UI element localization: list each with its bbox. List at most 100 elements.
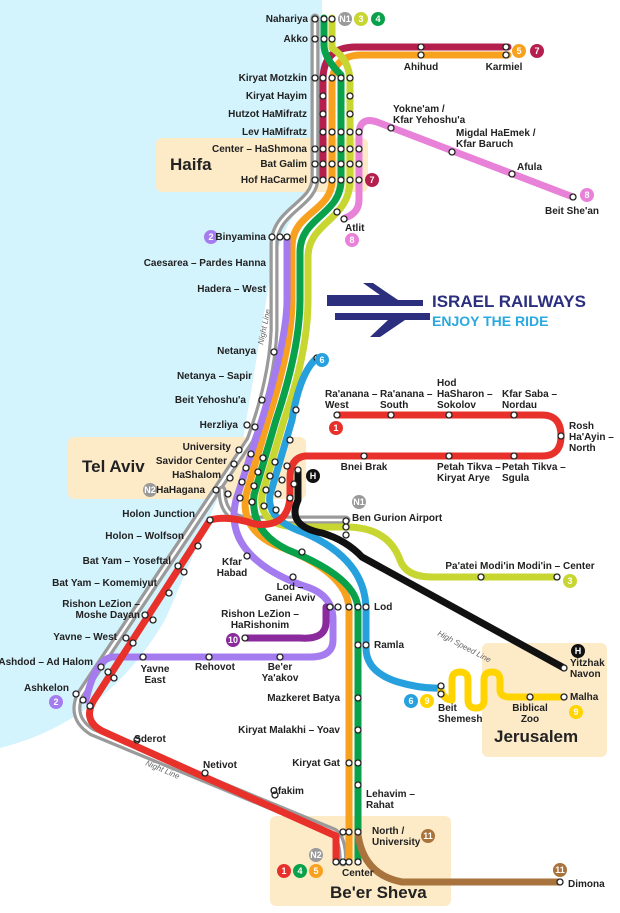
station-hutzot-hamifratz[interactable]: Hutzot HaMifratz bbox=[228, 109, 307, 120]
badge-1[interactable]: 1 bbox=[329, 421, 343, 435]
station-ashdod[interactable]: Ashdod – Ad Halom bbox=[0, 657, 93, 668]
station-bat-yam-yoseftal[interactable]: Bat Yam – Yoseftal bbox=[83, 556, 172, 567]
badge-6[interactable]: 6 bbox=[315, 353, 329, 367]
station-ofakim[interactable]: Ofakim bbox=[270, 786, 304, 797]
badge-n2-center[interactable]: N2 bbox=[309, 848, 323, 862]
station-rishon-harishonim[interactable]: Rishon LeZion –HaRishonim bbox=[221, 609, 299, 631]
station-center[interactable]: Center bbox=[342, 868, 374, 879]
station-afula[interactable]: Afula bbox=[517, 162, 542, 173]
station-ashkelon[interactable]: Ashkelon bbox=[24, 683, 69, 694]
station-hof-hacarmel[interactable]: Hof HaCarmel bbox=[241, 175, 307, 186]
badge-6-beit-shemesh[interactable]: 6 bbox=[404, 694, 418, 708]
badge-3[interactable]: 3 bbox=[354, 12, 368, 26]
badge-h-jerusalem[interactable]: H bbox=[571, 644, 585, 658]
city-jerusalem: Jerusalem bbox=[494, 727, 578, 746]
station-beit-shean[interactable]: Beit She'an bbox=[545, 206, 599, 217]
badge-n1-airport[interactable]: N1 bbox=[352, 495, 366, 509]
station-lev-hamifratz[interactable]: Lev HaMifratz bbox=[242, 127, 307, 138]
station-netanya[interactable]: Netanya bbox=[217, 346, 256, 357]
badge-1-center[interactable]: 1 bbox=[277, 864, 291, 878]
station-north-university[interactable]: North /University bbox=[372, 826, 421, 848]
station-raanana-west[interactable]: Ra'anana –West bbox=[325, 389, 378, 411]
station-rishon-moshe-dayan[interactable]: Rishon LeZion –Moshe Dayan bbox=[62, 599, 140, 621]
station-bnei-brak[interactable]: Bnei Brak bbox=[341, 462, 388, 473]
station-beit-yehoshua[interactable]: Beit Yehoshu'a bbox=[175, 395, 247, 406]
station-ramla[interactable]: Ramla bbox=[374, 640, 404, 651]
badge-7[interactable]: 7 bbox=[530, 44, 544, 58]
badge-11[interactable]: 11 bbox=[421, 829, 435, 843]
station-mazkeret-batya[interactable]: Mazkeret Batya bbox=[267, 693, 340, 704]
station-lod[interactable]: Lod bbox=[374, 602, 392, 613]
station-pt-sgula[interactable]: Petah Tikva –Sgula bbox=[502, 462, 566, 484]
station-holon-junction[interactable]: Holon Junction bbox=[122, 509, 195, 520]
station-modiin-center[interactable]: Modi'in – Center bbox=[517, 561, 594, 572]
badge-7-haifa[interactable]: 7 bbox=[365, 173, 379, 187]
station-pt-kiryat-arye[interactable]: Petah Tikva –Kiryat Arye bbox=[437, 462, 501, 484]
station-migdal-haemek[interactable]: Migdal HaEmek /Kfar Baruch bbox=[456, 128, 536, 150]
station-lehavim-rahat[interactable]: Lehavim –Rahat bbox=[366, 789, 415, 811]
svg-text:2: 2 bbox=[53, 697, 58, 707]
station-bat-galim[interactable]: Bat Galim bbox=[260, 159, 307, 170]
badge-2-ashkelon[interactable]: 2 bbox=[49, 695, 63, 709]
station-kiryat-motzkin[interactable]: Kiryat Motzkin bbox=[239, 73, 307, 84]
badge-5[interactable]: 5 bbox=[512, 44, 526, 58]
station-paatei-modiin[interactable]: Pa'atei Modi'in bbox=[445, 561, 514, 572]
station-binyamina[interactable]: Binyamina bbox=[215, 232, 266, 243]
station-nahariya[interactable]: Nahariya bbox=[266, 14, 309, 25]
station-kiryat-malakhi[interactable]: Kiryat Malakhi – Yoav bbox=[238, 725, 340, 736]
station-dimona[interactable]: Dimona bbox=[568, 879, 605, 890]
badge-10[interactable]: 10 bbox=[226, 633, 240, 647]
station-herzliya[interactable]: Herzliya bbox=[200, 420, 239, 431]
station-caesarea[interactable]: Caesarea – Pardes Hanna bbox=[144, 258, 267, 269]
badge-4[interactable]: 4 bbox=[371, 12, 385, 26]
badge-n1[interactable]: N1 bbox=[338, 12, 352, 26]
badge-h[interactable]: H bbox=[306, 469, 320, 483]
badge-3-modiin[interactable]: 3 bbox=[563, 574, 577, 588]
station-malha[interactable]: Malha bbox=[570, 692, 599, 703]
station-sderot[interactable]: Sderot bbox=[134, 734, 166, 745]
station-ben-gurion-airport[interactable]: Ben Gurion Airport bbox=[352, 513, 443, 524]
station-yavne-west[interactable]: Yavne – West bbox=[53, 632, 117, 643]
station-karmiel[interactable]: Karmiel bbox=[486, 62, 523, 73]
station-savidor-center[interactable]: Savidor Center bbox=[156, 456, 227, 467]
station-yokneam[interactable]: Yokne'am /Kfar Yehoshu'a bbox=[393, 104, 466, 126]
station-raanana-south[interactable]: Ra'anana –South bbox=[380, 389, 433, 411]
badge-n2[interactable]: N2 bbox=[143, 483, 157, 497]
station-kiryat-gat[interactable]: Kiryat Gat bbox=[292, 758, 340, 769]
badge-8-atlit[interactable]: 8 bbox=[345, 233, 359, 247]
badge-5-center[interactable]: 5 bbox=[309, 864, 323, 878]
station-atlit[interactable]: Atlit bbox=[345, 223, 365, 234]
svg-text:2: 2 bbox=[208, 232, 213, 242]
station-hahagana[interactable]: HaHagana bbox=[156, 485, 205, 496]
station-kiryat-hayim[interactable]: Kiryat Hayim bbox=[246, 91, 307, 102]
badge-2[interactable]: 2 bbox=[204, 230, 218, 244]
station-netanya-sapir[interactable]: Netanya – Sapir bbox=[177, 371, 252, 382]
badge-11-dimona[interactable]: 11 bbox=[553, 863, 567, 877]
station-bat-yam-komemiyut[interactable]: Bat Yam – Komemiyut bbox=[52, 578, 158, 589]
badge-9-malha[interactable]: 9 bbox=[569, 705, 583, 719]
badge-9-beit-shemesh[interactable]: 9 bbox=[420, 694, 434, 708]
station-holon-wolfson[interactable]: Holon – Wolfson bbox=[105, 531, 184, 542]
line-2 bbox=[82, 233, 337, 704]
station-center-hashmona[interactable]: Center – HaShmona bbox=[212, 144, 307, 155]
station-rehovot[interactable]: Rehovot bbox=[195, 662, 236, 673]
station-kfar-saba[interactable]: Kfar Saba –Nordau bbox=[502, 389, 557, 411]
badge-8[interactable]: 8 bbox=[580, 188, 594, 202]
station-hadera-west[interactable]: Hadera – West bbox=[197, 284, 266, 295]
station-netivot[interactable]: Netivot bbox=[203, 760, 238, 771]
station-akko[interactable]: Akko bbox=[284, 34, 308, 45]
badge-4-center[interactable]: 4 bbox=[293, 864, 307, 878]
station-ahihud[interactable]: Ahihud bbox=[404, 62, 438, 73]
station-university[interactable]: University bbox=[183, 442, 232, 453]
station-hashalom[interactable]: HaShalom bbox=[172, 470, 221, 481]
svg-text:8: 8 bbox=[584, 190, 589, 200]
station-lod-ganei-aviv[interactable]: Lod –Ganei Aviv bbox=[265, 582, 316, 604]
